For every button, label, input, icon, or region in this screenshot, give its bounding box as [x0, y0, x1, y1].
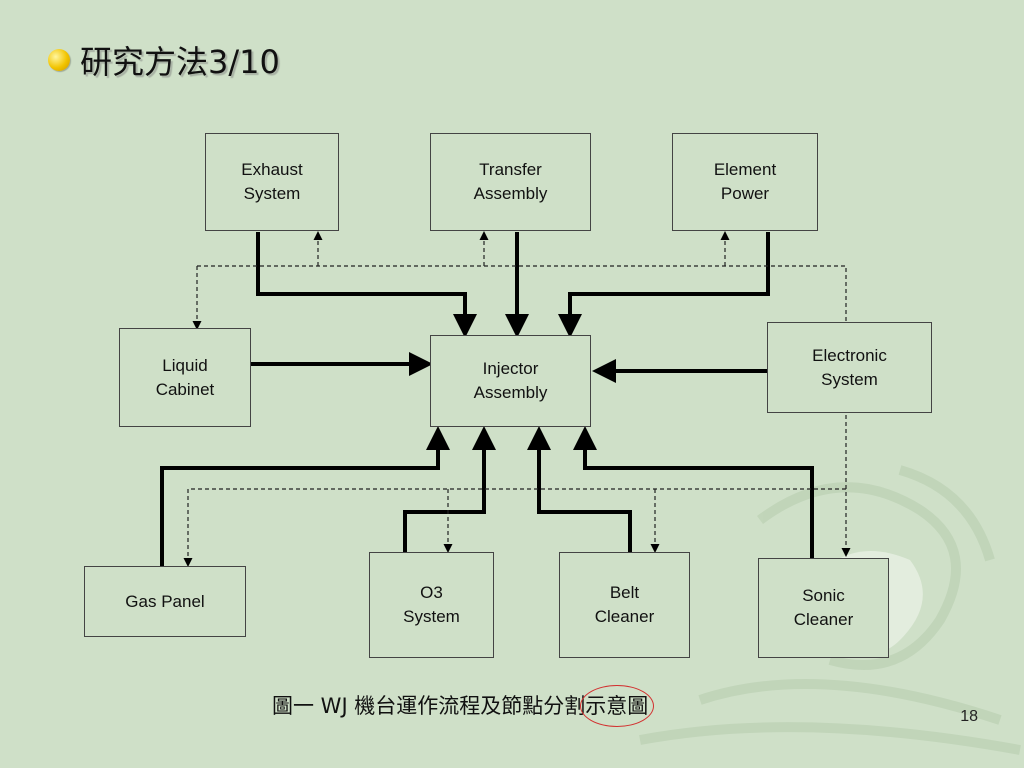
flow-sonic-to-injector — [573, 426, 814, 558]
title-text: 研究方法3/10 — [80, 43, 280, 81]
node-element-power: Element Power — [672, 133, 818, 231]
control-bus-top — [197, 265, 851, 557]
node-liquid-cabinet: Liquid Cabinet — [119, 328, 251, 427]
node-electronic-system: Electronic System — [767, 322, 932, 413]
node-exhaust-system: Exhaust System — [205, 133, 339, 231]
node-injector-assembly: Injector Assembly — [430, 335, 591, 427]
node-transfer-assembly: Transfer Assembly — [430, 133, 591, 231]
highlight-circle — [580, 685, 654, 727]
node-gas-panel: Gas Panel — [84, 566, 246, 637]
page-number: 18 — [960, 708, 978, 725]
node-o3-system: O3 System — [369, 552, 494, 658]
control-bus-bottom — [183, 488, 846, 567]
bullet-icon — [48, 49, 70, 71]
flow-belt-to-injector — [527, 426, 632, 552]
flow-exhaust-to-injector — [256, 232, 477, 338]
flow-gas-to-injector — [160, 426, 450, 566]
flow-element-to-injector — [558, 232, 770, 338]
slide-title: 研究方法3/10 — [48, 38, 280, 82]
node-belt-cleaner: Belt Cleaner — [559, 552, 690, 658]
flow-o3-to-injector — [403, 426, 496, 552]
node-sonic-cleaner: Sonic Cleaner — [758, 558, 889, 658]
